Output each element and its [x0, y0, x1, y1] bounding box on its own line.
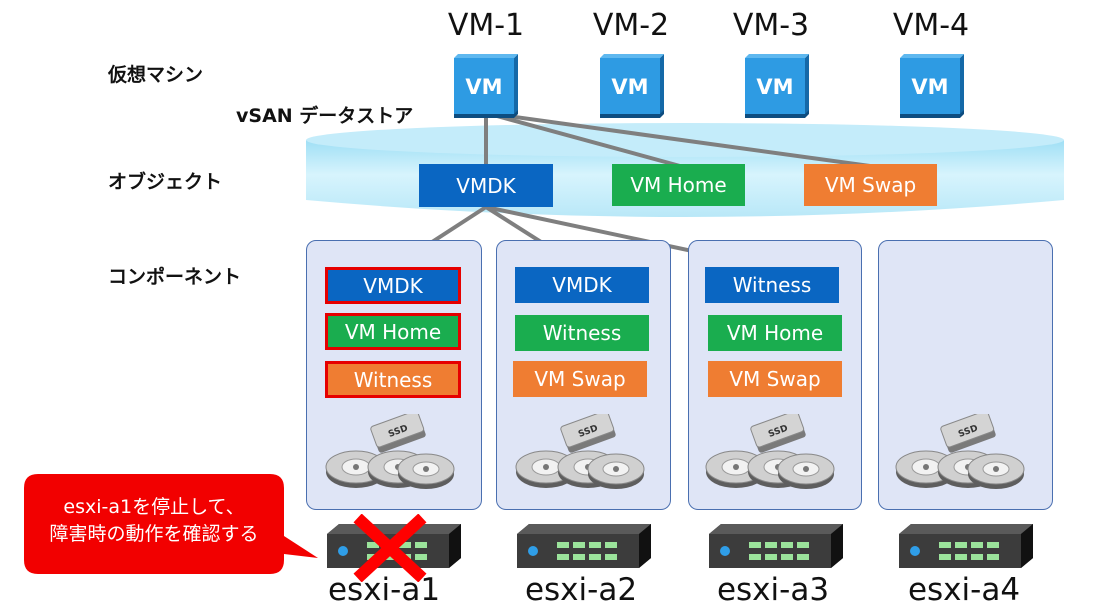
host-name: esxi-a4 — [907, 572, 1021, 608]
callout-text: esxi-a1を停止して、 障害時の動作を確認する — [24, 494, 284, 548]
vm-name: VM-2 — [592, 8, 670, 43]
disk-group-icon: SSD — [705, 414, 835, 489]
vm-name: VM-1 — [447, 8, 525, 43]
object-row-label: オブジェクト — [108, 171, 223, 193]
failure-x-icon — [353, 514, 427, 582]
object-vm-swap[interactable]: VM Swap — [804, 164, 937, 206]
host-name: esxi-a3 — [716, 572, 830, 608]
server-icon[interactable] — [709, 522, 843, 568]
vm-row-label: 仮想マシン — [108, 64, 204, 86]
host-name: esxi-a1 — [327, 572, 441, 608]
vm-icon[interactable]: VM — [450, 48, 526, 124]
component-witness[interactable]: Witness — [325, 361, 461, 398]
vm-icon-text: VM — [465, 75, 502, 99]
component-vmdk[interactable]: VMDK — [325, 267, 461, 304]
component-vm-home[interactable]: VM Home — [325, 313, 461, 350]
component-witness[interactable]: Witness — [705, 267, 839, 303]
callout-bubble — [24, 474, 318, 574]
component-vmdk[interactable]: VMDK — [515, 267, 649, 303]
object-vm-home[interactable]: VM Home — [612, 164, 745, 206]
component-row-label: コンポーネント — [108, 266, 242, 288]
vm-icon-text: VM — [911, 75, 948, 99]
disk-group-icon: SSD — [325, 414, 455, 489]
component-vm-home[interactable]: VM Home — [708, 315, 842, 351]
server-icon[interactable] — [517, 522, 651, 568]
disk-group-icon: SSD — [895, 414, 1025, 489]
callout-line-1: esxi-a1を停止して、 — [63, 496, 245, 518]
vm-icon-text: VM — [611, 75, 648, 99]
disk-group-icon: SSD — [515, 414, 645, 489]
component-vm-swap[interactable]: VM Swap — [513, 361, 647, 397]
datastore-label: vSAN データストア — [236, 105, 414, 127]
host-name: esxi-a2 — [524, 572, 638, 608]
vm-name: VM-4 — [892, 8, 970, 43]
server-icon[interactable] — [899, 522, 1033, 568]
object-vmdk[interactable]: VMDK — [419, 164, 553, 207]
callout-line-2: 障害時の動作を確認する — [49, 523, 259, 545]
vm-icon[interactable]: VM — [741, 48, 817, 124]
vm-icon[interactable]: VM — [596, 48, 672, 124]
component-witness[interactable]: Witness — [515, 315, 649, 351]
vm-icon-text: VM — [756, 75, 793, 99]
vm-icon[interactable]: VM — [896, 48, 972, 124]
vm-name: VM-3 — [732, 8, 810, 43]
component-vm-swap[interactable]: VM Swap — [708, 361, 842, 397]
